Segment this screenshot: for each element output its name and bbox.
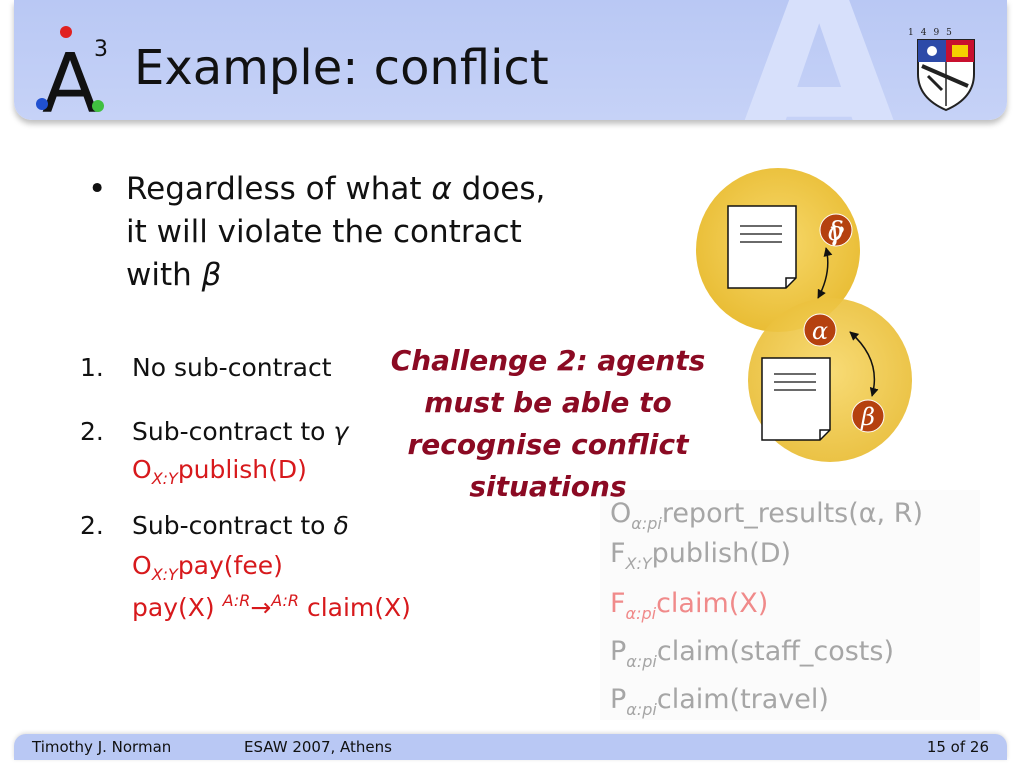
item-text: No sub-contract: [132, 353, 332, 382]
item-number: 2.: [80, 511, 104, 540]
item-red-line: pay(X) A:R→A:R claim(X): [132, 591, 411, 622]
university-crest-icon: [917, 39, 975, 112]
bullet-text: Regardless of what α does, it will viola…: [126, 171, 546, 293]
crest-year: 1495: [908, 28, 959, 38]
norm-line: Oα:pireport_results(α, R): [610, 498, 924, 533]
a3-logo: A 3: [36, 26, 108, 120]
item-red-line: OX:Ypay(fee): [132, 551, 283, 584]
item-number: 1.: [80, 353, 104, 382]
svg-text:γ: γ: [828, 217, 844, 247]
footer-author: Timothy J. Norman: [32, 738, 172, 756]
background-watermark: A: [734, 0, 904, 120]
document-icon: [761, 357, 831, 441]
norm-line: FX:Ypublish(D): [610, 538, 792, 573]
item-number: 2.: [80, 417, 104, 446]
page-title: Example: conflict: [134, 40, 549, 96]
norm-line: Pα:piclaim(travel): [610, 684, 829, 719]
norm-line: Fα:piclaim(X): [610, 588, 769, 623]
norm-list-box: [600, 490, 980, 720]
logo-superscript: 3: [94, 37, 108, 62]
norm-line: Pα:piclaim(staff_costs): [610, 636, 894, 671]
page-number: 15 of 26: [926, 738, 989, 756]
slide-header: A A 3 Example: conflict 1495: [14, 0, 1007, 120]
footer-event: ESAW 2007, Athens: [244, 738, 392, 756]
node-alpha: α: [803, 313, 837, 347]
logo-letter: A: [42, 37, 98, 120]
svg-text:β: β: [860, 403, 875, 431]
item-text: Sub-contract to γ: [132, 417, 349, 446]
bullet-icon: •: [88, 171, 107, 207]
document-icon: [727, 205, 797, 289]
node-gamma-delta: γ δ: [819, 213, 853, 247]
item-red-line: OX:Ypublish(D): [132, 455, 307, 488]
svg-text:α: α: [812, 317, 828, 345]
item-text: Sub-contract to δ: [132, 511, 349, 540]
challenge-callout: Challenge 2: agents must be able to reco…: [390, 344, 706, 503]
svg-text:δ: δ: [828, 217, 844, 247]
node-beta: β: [851, 399, 885, 433]
slide-footer: Timothy J. Norman ESAW 2007, Athens 15 o…: [14, 734, 1007, 760]
contract-diagram: γ δ α β: [696, 168, 912, 462]
